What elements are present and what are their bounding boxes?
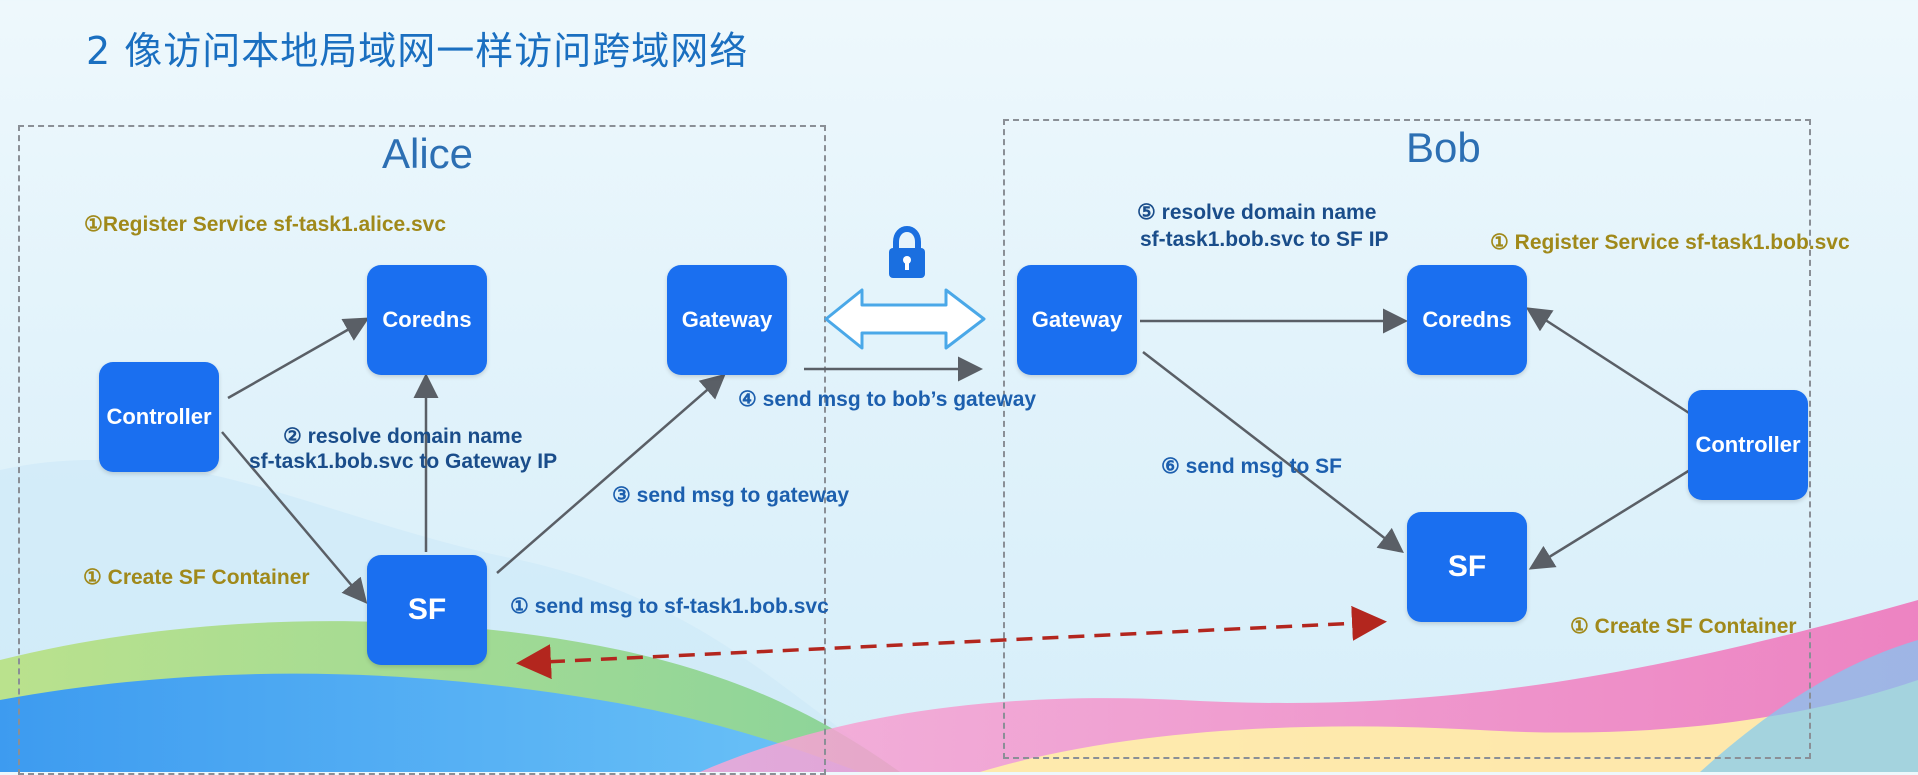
bob-resolve-note-1: ⑤ resolve domain name (1137, 201, 1377, 224)
bob-label: Bob (1406, 124, 1481, 171)
arrow-bob-gateway-to-sf (1142, 351, 1404, 554)
alice-send-gateway-note: ③ send msg to gateway (612, 484, 850, 507)
bob-create-sf-note: ① Create SF Container (1570, 615, 1797, 638)
alice-coredns-node[interactable]: Coredns (367, 265, 487, 375)
send-bob-gateway-note: ④ send msg to bob’s gateway (738, 388, 1037, 411)
alice-gateway-node[interactable]: Gateway (667, 265, 787, 375)
arrow-bob-controller-to-coredns (1525, 307, 1690, 415)
bob-register-note: ① Register Service sf-task1.bob.svc (1490, 231, 1850, 254)
alice-label: Alice (382, 130, 474, 177)
lock-icon (889, 226, 925, 278)
bob-controller-node[interactable]: Controller (1688, 390, 1808, 500)
alice-register-note: ①Register Service sf-task1.alice.svc (84, 213, 447, 236)
arrow-sf-to-sf-dashed (516, 605, 1387, 680)
page-title: 2 像访问本地局域网一样访问跨域网络 (86, 29, 749, 73)
alice-sf-node[interactable]: SF (367, 555, 487, 665)
arrow-controller-to-sf (221, 431, 368, 604)
bob-resolve-note-2: sf-task1.bob.svc to SF IP (1140, 228, 1389, 251)
alice-resolve-note-1: ② resolve domain name (283, 425, 523, 448)
alice-send-svc-note: ① send msg to sf-task1.bob.svc (510, 595, 829, 618)
alice-resolve-note-2: sf-task1.bob.svc to Gateway IP (249, 450, 558, 473)
arrow-controller-to-coredns (227, 317, 370, 400)
arrow-sf-to-gateway (496, 373, 726, 574)
bob-gateway-node[interactable]: Gateway (1017, 265, 1137, 375)
tunnel-double-arrow (824, 288, 986, 350)
arrow-bob-controller-to-sf (1528, 468, 1691, 570)
bob-zone (1003, 119, 1811, 759)
alice-controller-node[interactable]: Controller (99, 362, 219, 472)
bob-sf-node[interactable]: SF (1407, 512, 1527, 622)
alice-create-sf-note: ① Create SF Container (83, 566, 310, 589)
bob-coredns-node[interactable]: Coredns (1407, 265, 1527, 375)
bob-send-sf-note: ⑥ send msg to SF (1161, 455, 1343, 478)
